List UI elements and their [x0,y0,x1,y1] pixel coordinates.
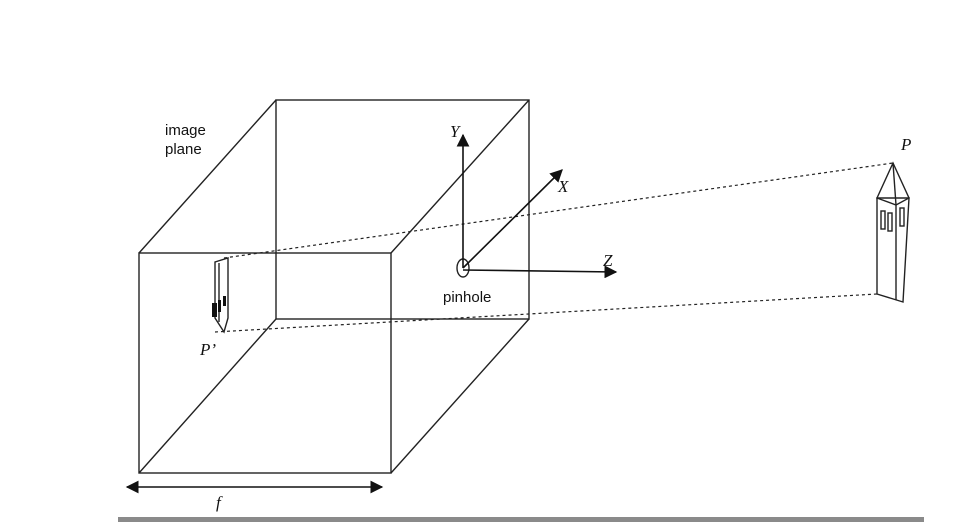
tower-roof [876,161,910,206]
image-plane-label-line1: image [165,122,206,139]
point-p-image-label: P’ [199,340,216,359]
camera-box [138,99,530,474]
image-window-1 [212,303,217,317]
z-axis-arrow [462,265,618,279]
back-face [275,99,530,320]
x-axis-arrow [462,169,563,269]
edge-top-right [390,99,530,254]
image-plane-label-line2: plane [165,141,202,158]
tower-roof-ridge [892,162,897,206]
tower-window-2 [887,212,893,232]
tower-window-1 [880,210,886,230]
image-window-3 [223,296,226,306]
y-axis-label: Y [450,122,461,141]
projection-rays [214,162,894,333]
ray-top [223,162,894,259]
edge-bottom-left [138,318,277,474]
z-axis-label: Z [603,251,613,270]
focal-length-label: f [216,493,223,512]
tower-window-3 [899,207,905,227]
pinhole-label: pinhole [443,289,491,306]
bottom-strip [118,517,924,522]
ray-bottom [214,293,878,333]
front-face [138,252,392,474]
edge-bottom-right [390,318,530,474]
tower-body [876,197,910,303]
edge-top-left [138,99,277,254]
x-axis-label: X [557,177,569,196]
image-body [214,257,229,334]
coordinate-axes [456,133,618,279]
image-window-2 [218,300,221,312]
point-p-label: P [900,135,911,154]
tower-image-inverted [212,257,229,334]
tower-object [876,161,910,303]
